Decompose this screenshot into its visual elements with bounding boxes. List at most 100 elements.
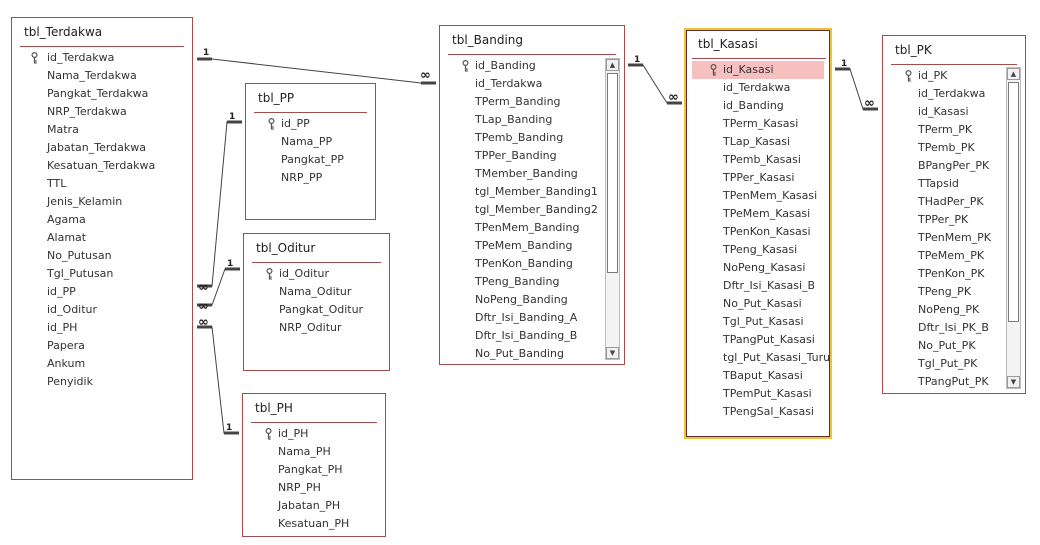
relationship-ph-terdakwa[interactable]: 1∞ [197,315,239,435]
relationship-kasasi-pk[interactable]: 1∞ [835,59,878,111]
field-row[interactable]: TPerm_Banding [446,93,601,111]
field-row[interactable]: TPPer_Kasasi [692,169,824,187]
scroll-down-arrow-icon[interactable]: ▼ [1007,376,1020,388]
table-title[interactable]: tbl_Terdakwa [24,25,103,39]
relationship-terdakwa-banding[interactable]: 1∞ [197,48,436,85]
field-row[interactable]: Jabatan_PH [249,497,379,515]
field-row[interactable]: TPenMem_PK [889,229,1002,247]
scroll-thumb[interactable] [607,73,618,273]
field-row[interactable]: Tgl_Put_PK [889,355,1002,373]
field-row[interactable]: Nama_Oditur [250,283,383,301]
field-row[interactable]: Dftr_Isi_PK_B [889,319,1002,337]
field-row[interactable]: id_PP [252,115,369,133]
field-row[interactable]: TPeng_PK [889,283,1002,301]
field-row[interactable]: TPPer_PK [889,211,1002,229]
field-row[interactable]: TPeMem_Banding [446,237,601,255]
field-row[interactable]: Ankum [18,355,186,373]
field-row[interactable]: Agama [18,211,186,229]
field-row[interactable]: id_Terdakwa [889,85,1002,103]
field-row[interactable]: Jenis_Kelamin [18,193,186,211]
field-row[interactable]: id_Terdakwa [446,75,601,93]
relationship-oditur-terdakwa[interactable]: 1∞ [197,259,240,314]
scroll-up-arrow-icon[interactable]: ▲ [606,59,619,71]
field-row[interactable]: Pangkat_Terdakwa [18,85,186,103]
relationship-line[interactable] [197,58,436,84]
field-row[interactable]: TPeng_Kasasi [692,241,824,259]
field-row[interactable]: Tgl_Put_Kasasi [692,313,824,331]
field-row[interactable]: TPeng_Banding [446,273,601,291]
field-row[interactable]: Jabatan_Terdakwa [18,139,186,157]
field-row[interactable]: Kesatuan_Terdakwa [18,157,186,175]
field-row[interactable]: TPeMem_PK [889,247,1002,265]
field-row[interactable]: TTL [18,175,186,193]
field-row[interactable]: id_PP [18,283,186,301]
field-row[interactable]: Penyidik [18,373,186,391]
field-row[interactable]: Dftr_Isi_Kasasi_B [692,277,824,295]
field-row[interactable]: TLap_Kasasi [692,133,824,151]
field-row[interactable]: id_Oditur [250,265,383,283]
field-row[interactable]: TTapsid [889,175,1002,193]
field-row[interactable]: TPemPut_Kasasi [692,385,824,403]
field-row[interactable]: TPerm_Kasasi [692,115,824,133]
field-row[interactable]: id_Kasasi [889,103,1002,121]
scroll-up-arrow-icon[interactable]: ▲ [1007,68,1020,80]
table-title[interactable]: tbl_Oditur [256,241,316,255]
relationship-line[interactable] [197,121,242,287]
field-row[interactable]: id_Banding [692,97,824,115]
field-row[interactable]: TLap_Banding [446,111,601,129]
field-row[interactable]: No_Put_PK [889,337,1002,355]
field-row[interactable]: Dftr_Isi_Banding_A [446,309,601,327]
field-row[interactable]: TPenMem_Banding [446,219,601,237]
relationship-line[interactable] [197,326,239,434]
field-row[interactable]: TPPer_Banding [446,147,601,165]
table-title[interactable]: tbl_PH [255,401,293,415]
field-row[interactable]: Pangkat_Oditur [250,301,383,319]
scroll-thumb[interactable] [1008,82,1019,322]
field-row[interactable]: Pangkat_PH [249,461,379,479]
field-row[interactable]: Dftr_Isi_Banding_B [446,327,601,345]
field-row[interactable]: Matra [18,121,186,139]
field-row[interactable]: Tgl_Putusan [18,265,186,283]
field-row[interactable]: TPenMem_Kasasi [692,187,824,205]
field-row[interactable]: TPemb_PK [889,139,1002,157]
vertical-scrollbar[interactable]: ▲▼ [1006,67,1021,389]
field-row[interactable]: TMember_Banding [446,165,601,183]
field-row[interactable]: NoPeng_Kasasi [692,259,824,277]
field-row[interactable]: TPeMem_Kasasi [692,205,824,223]
field-row[interactable]: id_PK [889,67,1002,85]
field-row[interactable]: No_Putusan [18,247,186,265]
field-row[interactable]: TPenKon_Kasasi [692,223,824,241]
field-row[interactable]: id_Oditur [18,301,186,319]
table-title[interactable]: tbl_PK [895,43,932,57]
field-row[interactable]: id_Banding [446,57,601,75]
field-row[interactable]: TPengSal_Kasasi [692,403,824,421]
field-row[interactable]: tgl_Member_Banding1 [446,183,601,201]
relationship-banding-kasasi[interactable]: 1∞ [628,55,682,105]
field-row[interactable]: TPenKon_Banding [446,255,601,273]
field-row[interactable]: Nama_Terdakwa [18,67,186,85]
field-row[interactable]: NoPeng_PK [889,301,1002,319]
field-row[interactable]: tgl_Member_Banding2 [446,201,601,219]
field-row[interactable]: id_Kasasi [692,61,824,79]
scroll-down-arrow-icon[interactable]: ▼ [606,347,619,359]
field-row[interactable]: NRP_PP [252,169,369,187]
field-row[interactable]: NRP_Terdakwa [18,103,186,121]
field-row[interactable]: TBaput_Kasasi [692,367,824,385]
field-row[interactable]: id_Terdakwa [18,49,186,67]
field-row[interactable]: Papera [18,337,186,355]
field-row[interactable]: NRP_PH [249,479,379,497]
field-row[interactable]: tgl_Put_Kasasi_Turun [692,349,830,367]
field-row[interactable]: TPerm_PK [889,121,1002,139]
